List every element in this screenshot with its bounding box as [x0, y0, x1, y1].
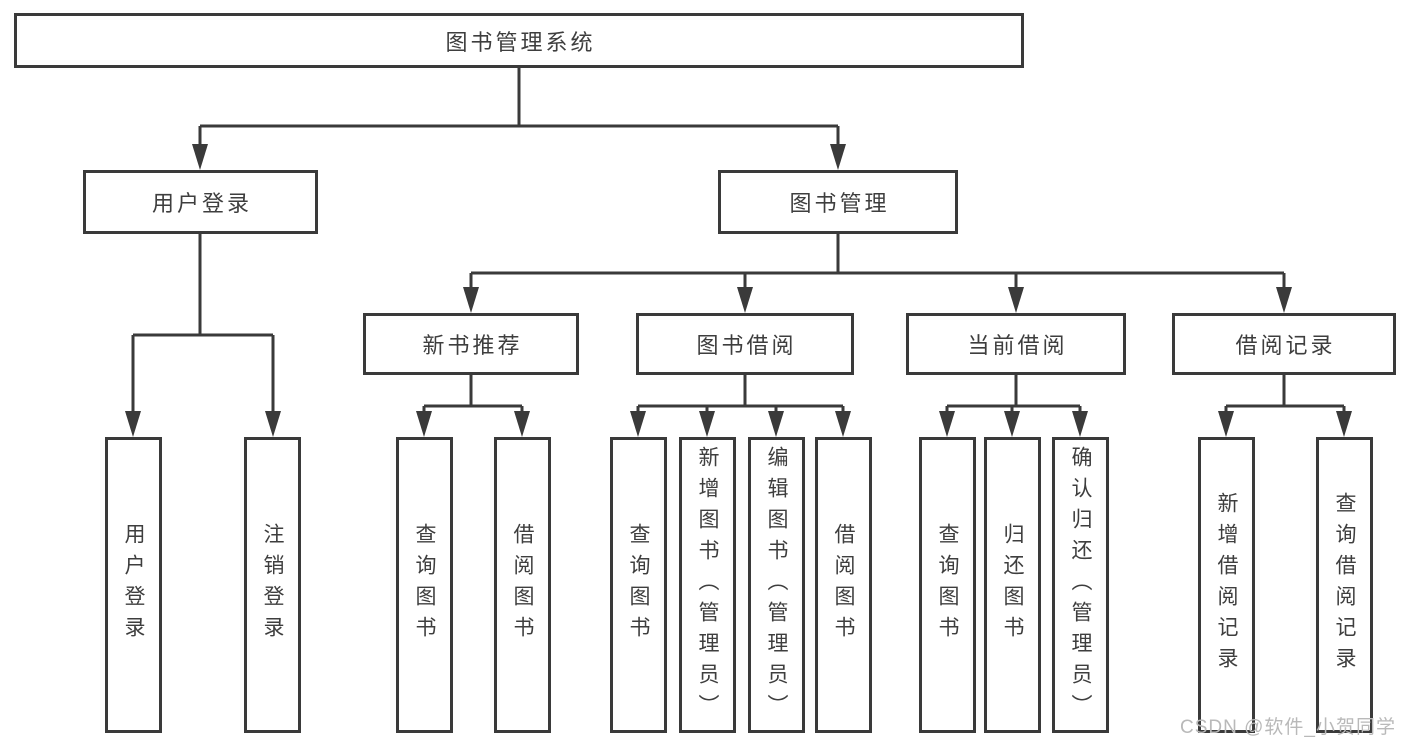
node-current-borrow: 当前借阅 — [906, 313, 1126, 375]
node-library-management-system: 图书管理系统 — [14, 13, 1024, 68]
node-book-borrow: 图书借阅 — [636, 313, 854, 375]
leaf-borrow-books: 借阅图书 — [815, 437, 872, 733]
watermark: CSDN @软件_小贺同学 — [1180, 717, 1396, 738]
leaf-borrow-books-recommend: 借阅图书 — [494, 437, 551, 733]
leaf-query-books-recommend: 查询图书 — [396, 437, 453, 733]
leaf-add-borrow-record: 新增借阅记录 — [1198, 437, 1255, 733]
leaf-query-borrow-record: 查询借阅记录 — [1316, 437, 1373, 733]
leaf-query-books-borrow: 查询图书 — [610, 437, 667, 733]
node-user-login: 用户登录 — [83, 170, 318, 234]
node-new-book-recommend: 新书推荐 — [363, 313, 579, 375]
leaf-return-books: 归还图书 — [984, 437, 1041, 733]
node-borrow-records: 借阅记录 — [1172, 313, 1396, 375]
leaf-query-books-current: 查询图书 — [919, 437, 976, 733]
leaf-logout: 注销登录 — [244, 437, 301, 733]
node-book-management: 图书管理 — [718, 170, 958, 234]
leaf-user-login: 用户登录 — [105, 437, 162, 733]
leaf-confirm-return-admin: 确认归还（管理员） — [1052, 437, 1109, 733]
leaf-edit-books-admin: 编辑图书（管理员） — [748, 437, 805, 733]
leaf-add-books-admin: 新增图书（管理员） — [679, 437, 736, 733]
